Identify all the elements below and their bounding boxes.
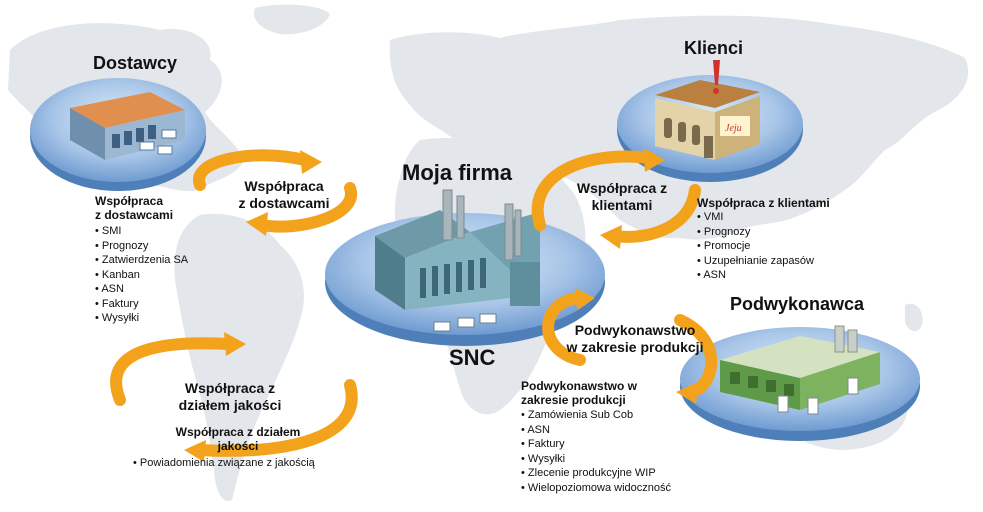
svg-text:Jeju: Jeju	[725, 123, 742, 134]
client-shop-illustration: Jeju	[655, 60, 760, 160]
list-item: Wysyłki	[521, 452, 671, 467]
list-item: Promocje	[697, 239, 814, 254]
list-item: Wysyłki	[95, 311, 188, 326]
list-item: Wielopoziomowa widoczność	[521, 481, 671, 496]
list-item: Kanban	[95, 268, 188, 283]
list-item: Faktury	[521, 437, 671, 452]
list-item: Faktury	[95, 297, 188, 312]
cycle-arrows	[110, 149, 718, 457]
list-item: SMI	[95, 224, 188, 239]
clients-arrow-label: Współpraca z klientami	[576, 180, 668, 213]
quality-arrow-label: Współpraca z działem jakości	[178, 380, 282, 413]
list-item: Powiadomienia związane z jakością	[133, 456, 315, 471]
clients-list-heading: Współpraca z klientami	[697, 196, 830, 210]
list-item: ASN	[95, 282, 188, 297]
subcontractor-list: Zamówienia Sub Cob ASN Faktury Wysyłki Z…	[521, 408, 671, 495]
suppliers-title: Dostawcy	[93, 53, 178, 73]
list-item: VMI	[697, 210, 814, 225]
supplier-warehouse-illustration	[70, 92, 185, 160]
company-title: Moja firma	[402, 160, 513, 185]
clients-title: Klienci	[684, 38, 744, 58]
factory-illustration	[375, 189, 540, 332]
subcontractor-list-heading: Podwykonawstwo w zakresie produkcji	[521, 379, 638, 407]
list-item: Uzupełnianie zapasów	[697, 254, 814, 269]
list-item: Zatwierdzenia SA	[95, 253, 188, 268]
suppliers-list-heading: Współpraca z dostawcami	[95, 194, 174, 222]
quality-list-heading: Współpraca z działem jakości	[175, 425, 301, 453]
company-subtitle: SNC	[449, 345, 496, 370]
subcontractor-warehouse-illustration	[720, 325, 880, 415]
subcontractor-title: Podwykonawca	[730, 294, 865, 314]
suppliers-list: SMI Prognozy Zatwierdzenia SA Kanban ASN…	[95, 224, 188, 326]
list-item: Zamówienia Sub Cob	[521, 408, 671, 423]
list-item: ASN	[697, 268, 814, 283]
list-item: Prognozy	[697, 225, 814, 240]
list-item: ASN	[521, 423, 671, 438]
quality-list: Powiadomienia związane z jakością	[133, 456, 315, 471]
clients-list: VMI Prognozy Promocje Uzupełnianie zapas…	[697, 210, 814, 283]
suppliers-arrow-label: Współpraca z dostawcami	[238, 178, 330, 211]
list-item: Prognozy	[95, 239, 188, 254]
arrow-heads	[184, 148, 698, 462]
list-item: Zlecenie produkcyjne WIP	[521, 466, 671, 481]
subcontractor-arrow-label: Podwykonawstwo w zakresie produkcji	[566, 322, 704, 355]
